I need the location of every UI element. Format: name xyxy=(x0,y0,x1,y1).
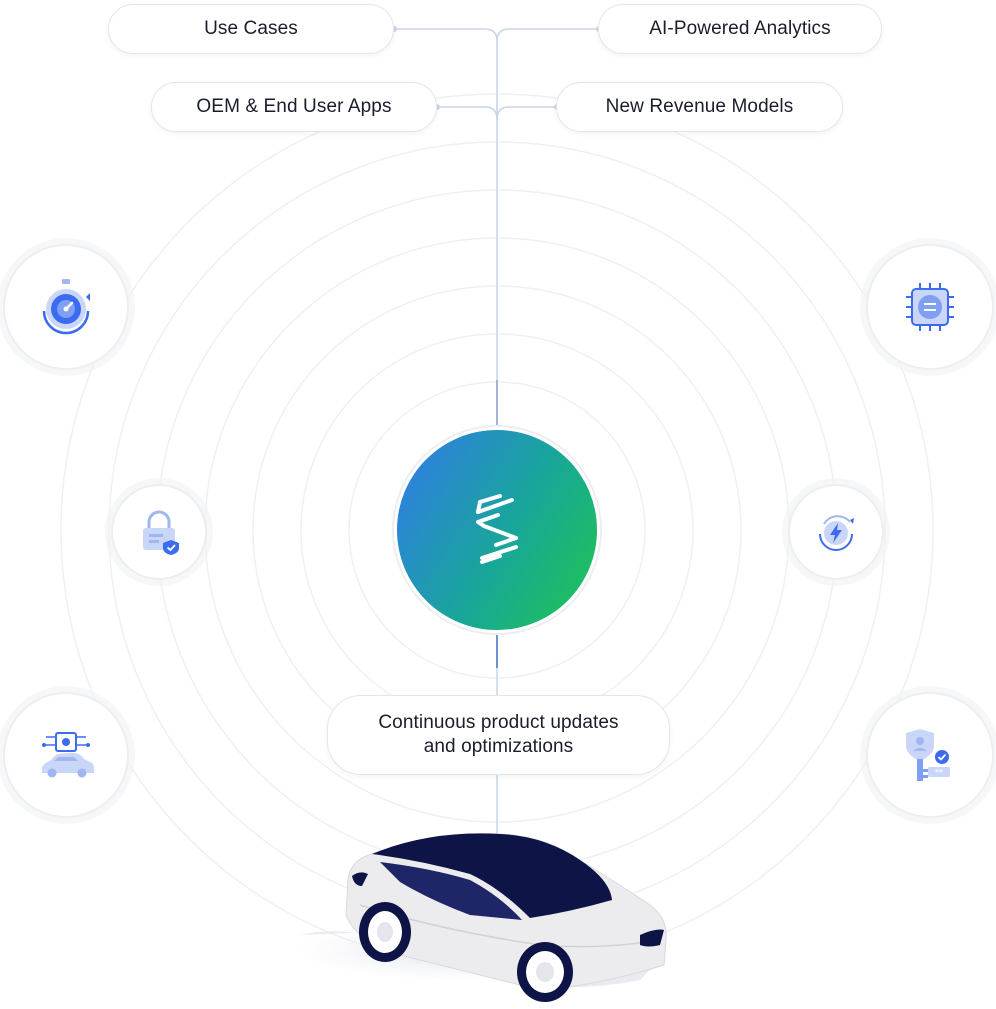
use-cases-pill: Use Cases xyxy=(108,4,394,54)
lock-shield-icon xyxy=(143,510,179,555)
stopwatch-icon-circle xyxy=(3,244,129,370)
power-refresh-icon xyxy=(819,515,854,551)
top-connector-lines xyxy=(394,28,599,430)
stopwatch-icon xyxy=(42,279,90,335)
oem-apps-pill: OEM & End User Apps xyxy=(151,82,437,132)
ai-analytics-pill: AI-Powered Analytics xyxy=(598,4,882,54)
connected-car-icon xyxy=(42,732,94,778)
ai-analytics-label: AI-Powered Analytics xyxy=(649,18,831,39)
brand-logo-icon xyxy=(476,494,518,564)
key-shield-icon: ** xyxy=(906,729,950,781)
power-refresh-icon-circle xyxy=(788,484,884,580)
lock-shield-icon-circle xyxy=(111,484,207,580)
chip-icon-circle xyxy=(866,244,994,370)
updates-label-line2: and optimizations xyxy=(423,736,574,757)
revenue-models-pill: New Revenue Models xyxy=(556,82,843,132)
svg-text:**: ** xyxy=(935,768,943,777)
car-illustration xyxy=(295,833,667,1002)
updates-label-line1: Continuous product updates xyxy=(378,712,619,733)
revenue-models-label: New Revenue Models xyxy=(605,96,794,117)
oem-apps-label: OEM & End User Apps xyxy=(196,96,392,117)
chip-icon xyxy=(906,283,954,331)
connected-car-icon-circle xyxy=(3,692,129,818)
updates-pill: Continuous product updates and optimizat… xyxy=(327,695,670,775)
key-shield-icon-circle: ** xyxy=(866,692,994,818)
use-cases-label: Use Cases xyxy=(204,18,298,39)
